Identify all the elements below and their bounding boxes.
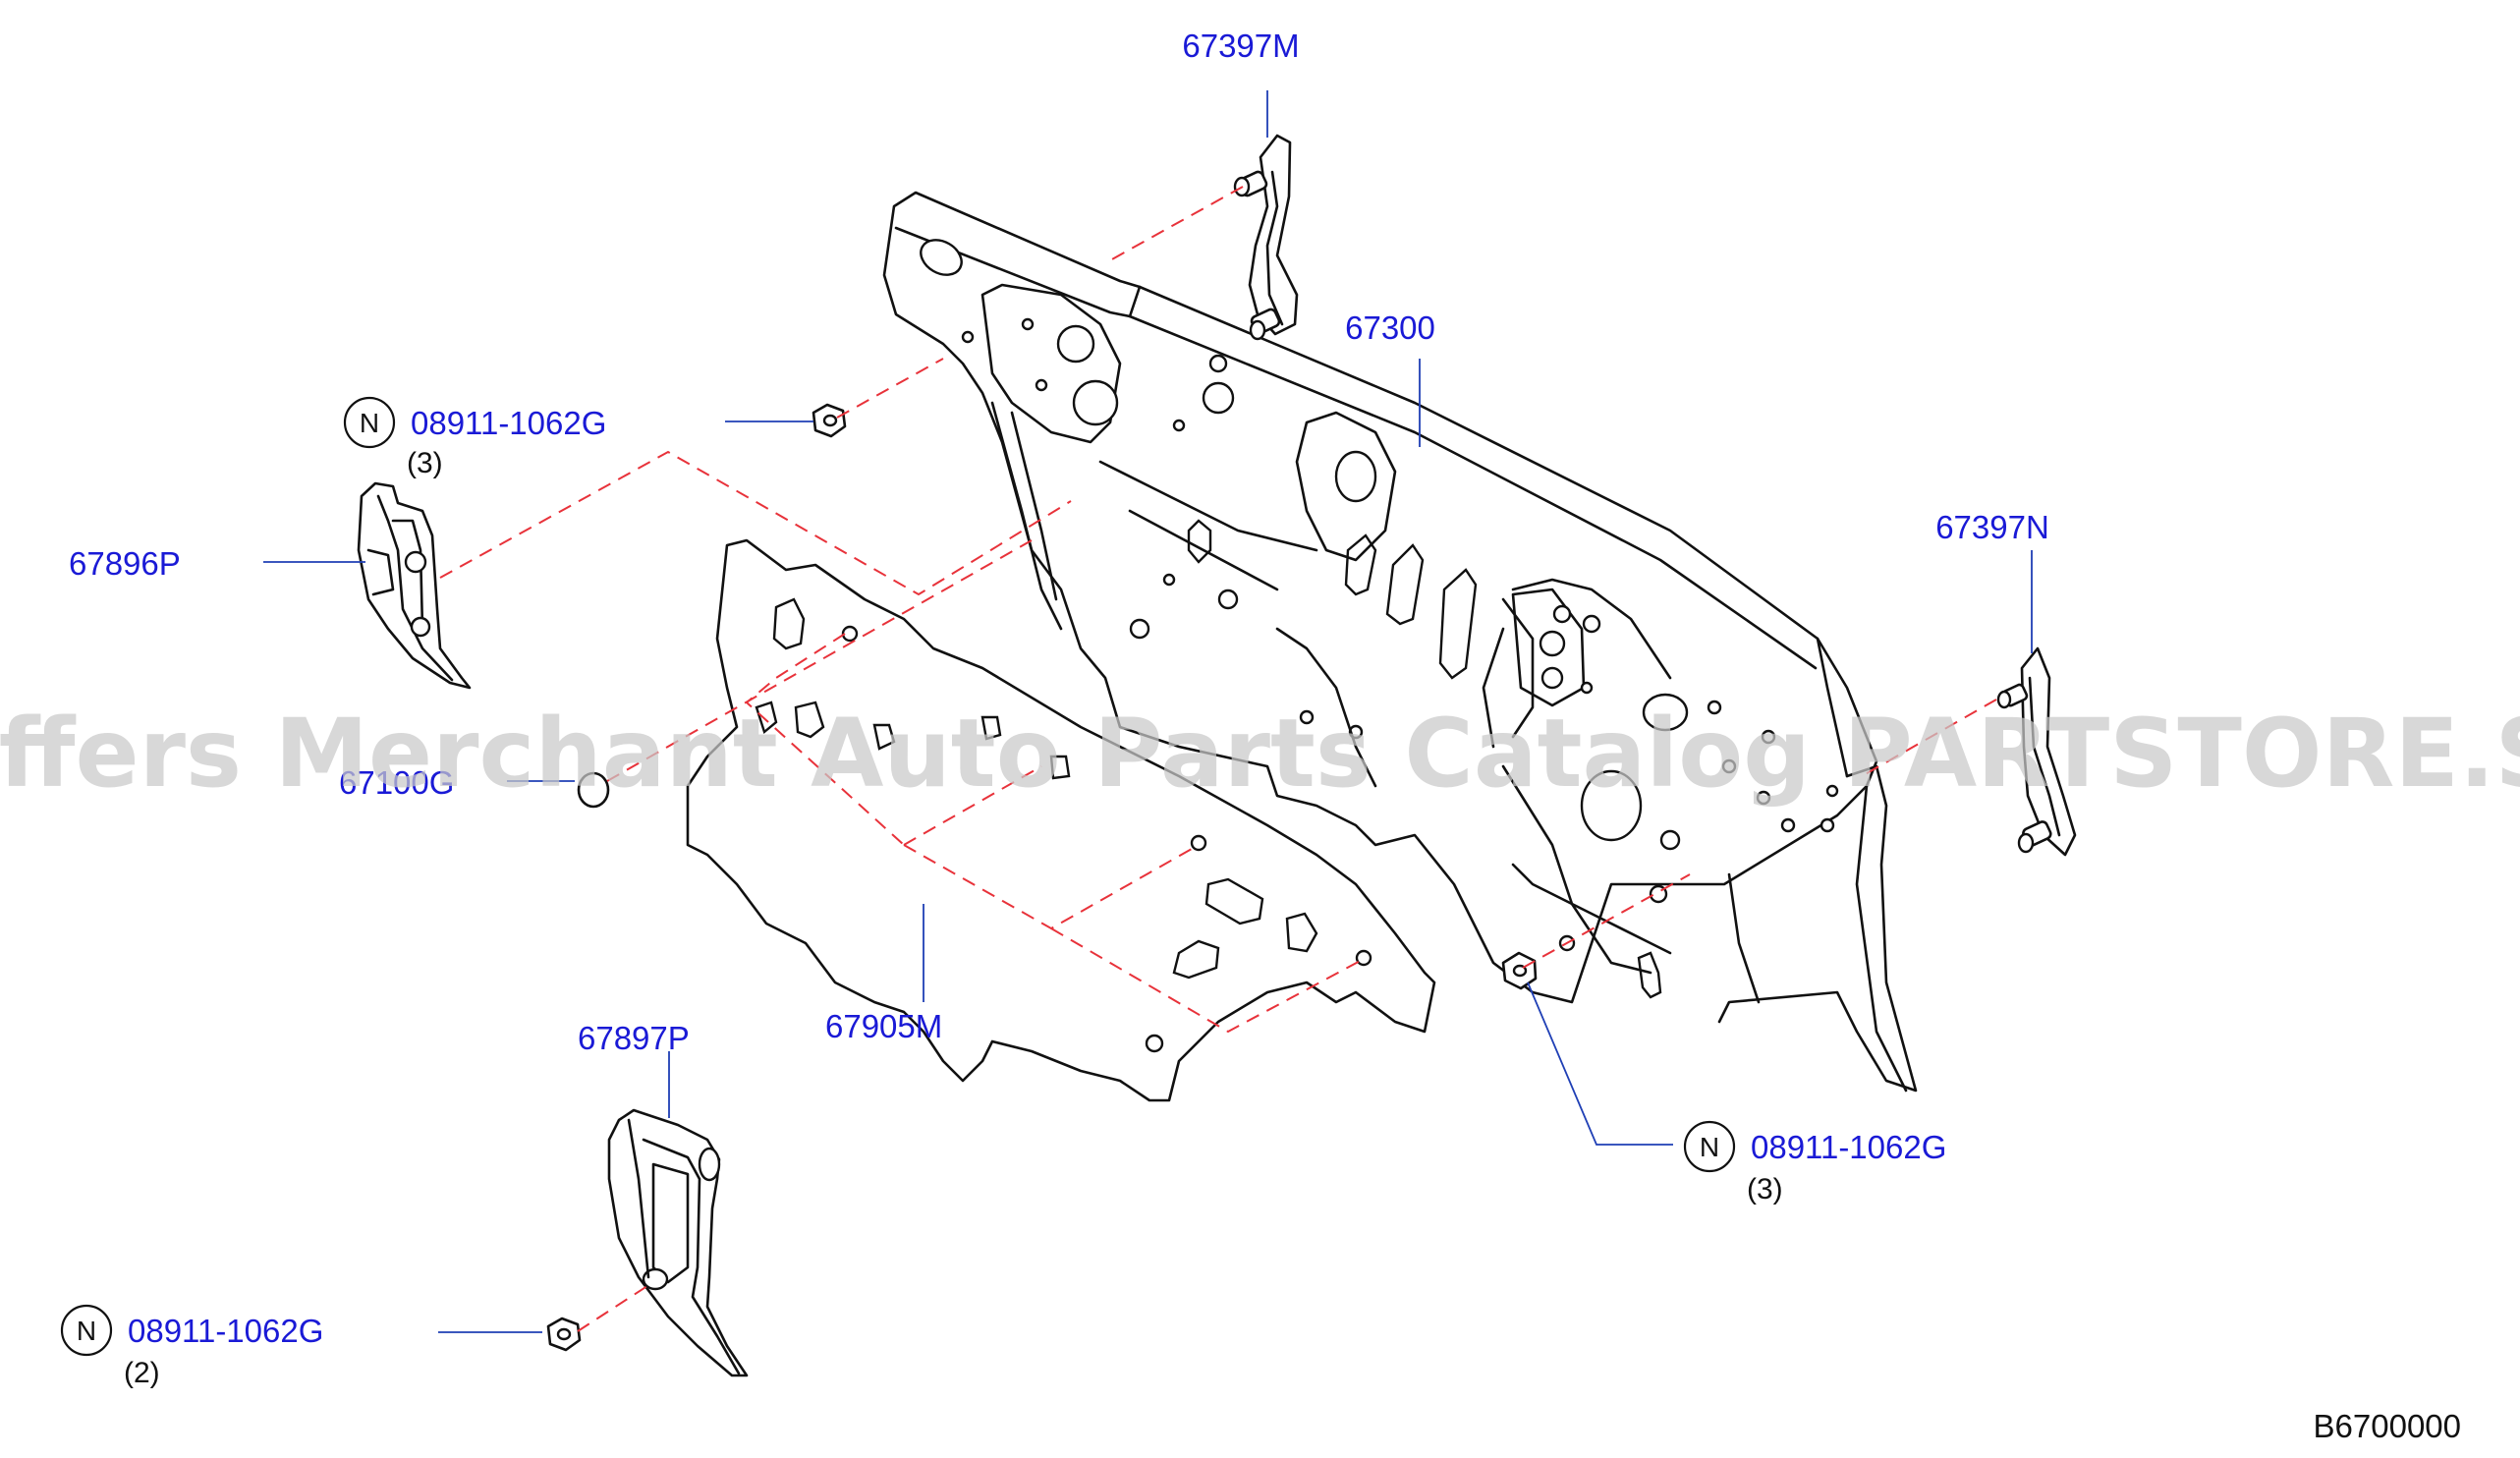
n-symbol-circle — [60, 1304, 113, 1357]
n-symbol: N — [77, 1316, 96, 1346]
n-symbol-circle — [1683, 1120, 1736, 1173]
dashed-guides — [439, 186, 1997, 1332]
bracket-67397M — [1233, 134, 1299, 341]
label-67905M: 67905M — [825, 1008, 942, 1044]
label-67100G: 67100G — [339, 764, 454, 801]
n-symbol-circle — [343, 396, 396, 449]
label-67397M: 67397M — [1182, 28, 1299, 64]
n-symbol: N — [1700, 1132, 1719, 1162]
diagram-code: B6700000 — [2314, 1408, 2461, 1444]
label-67897P: 67897P — [578, 1020, 690, 1056]
side-panel-67896P — [357, 481, 472, 690]
label-08911-1062G-lower: 08911-1062G — [128, 1313, 323, 1349]
insulator-67905M — [686, 538, 1436, 1102]
callout-n-lower: N 08911-1062G (2) — [60, 1304, 323, 1389]
grommet-67100G — [577, 771, 610, 809]
label-08911-1062G-right: 08911-1062G — [1751, 1129, 1946, 1165]
callout-n-right: N 08911-1062G (3) — [1683, 1120, 1946, 1206]
bracket-67397N — [1996, 646, 2077, 857]
qty-upper: (3) — [407, 447, 443, 479]
side-panel-67897P — [607, 1108, 749, 1377]
watermark: Offers Merchant Auto Parts Catalog PARTS… — [0, 699, 2520, 809]
callout-n-upper: N 08911-1062G (3) — [343, 396, 606, 479]
n-symbol: N — [360, 408, 379, 438]
label-67397N: 67397N — [1935, 509, 2049, 545]
leader-lines — [263, 90, 2033, 1333]
label-67300: 67300 — [1345, 309, 1435, 346]
nut-right — [1501, 951, 1538, 990]
dash-panel-67300 — [882, 191, 1918, 1093]
nut-upper — [812, 403, 847, 438]
label-67896P: 67896P — [69, 545, 181, 582]
nut-lower — [546, 1317, 582, 1352]
qty-lower: (2) — [124, 1357, 160, 1389]
qty-right: (3) — [1747, 1173, 1783, 1206]
label-08911-1062G-upper: 08911-1062G — [411, 405, 606, 441]
